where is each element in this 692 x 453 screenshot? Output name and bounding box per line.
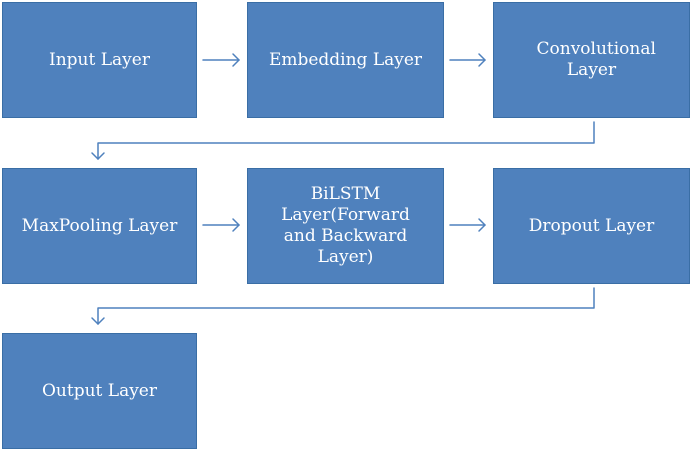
arrow-input-to-embedding — [202, 53, 240, 67]
node-input-layer: Input Layer — [2, 2, 197, 118]
arrow-convolutional-to-maxpooling — [91, 121, 595, 160]
arrow-bilstm-to-dropout — [449, 218, 486, 232]
node-label: MaxPooling Layer — [21, 215, 178, 236]
node-label: Output Layer — [42, 380, 157, 401]
node-label: BiLSTM Layer(Forward and Backward Layer) — [281, 184, 410, 267]
node-maxpooling-layer: MaxPooling Layer — [2, 168, 197, 284]
arrow-maxpooling-to-bilstm — [202, 218, 240, 232]
node-label: Input Layer — [49, 49, 150, 70]
node-dropout-layer: Dropout Layer — [493, 168, 690, 284]
node-embedding-layer: Embedding Layer — [247, 2, 444, 118]
node-label: Embedding Layer — [268, 49, 423, 70]
node-output-layer: Output Layer — [2, 333, 197, 449]
node-label: Dropout Layer — [528, 215, 655, 236]
node-bilstm-layer: BiLSTM Layer(Forward and Backward Layer) — [247, 168, 444, 284]
node-convolutional-layer: Convolutional Layer — [493, 2, 690, 118]
arrow-dropout-to-output — [91, 287, 595, 325]
node-label: Convolutional Layer — [536, 39, 656, 80]
arrow-embedding-to-convolutional — [449, 53, 486, 67]
